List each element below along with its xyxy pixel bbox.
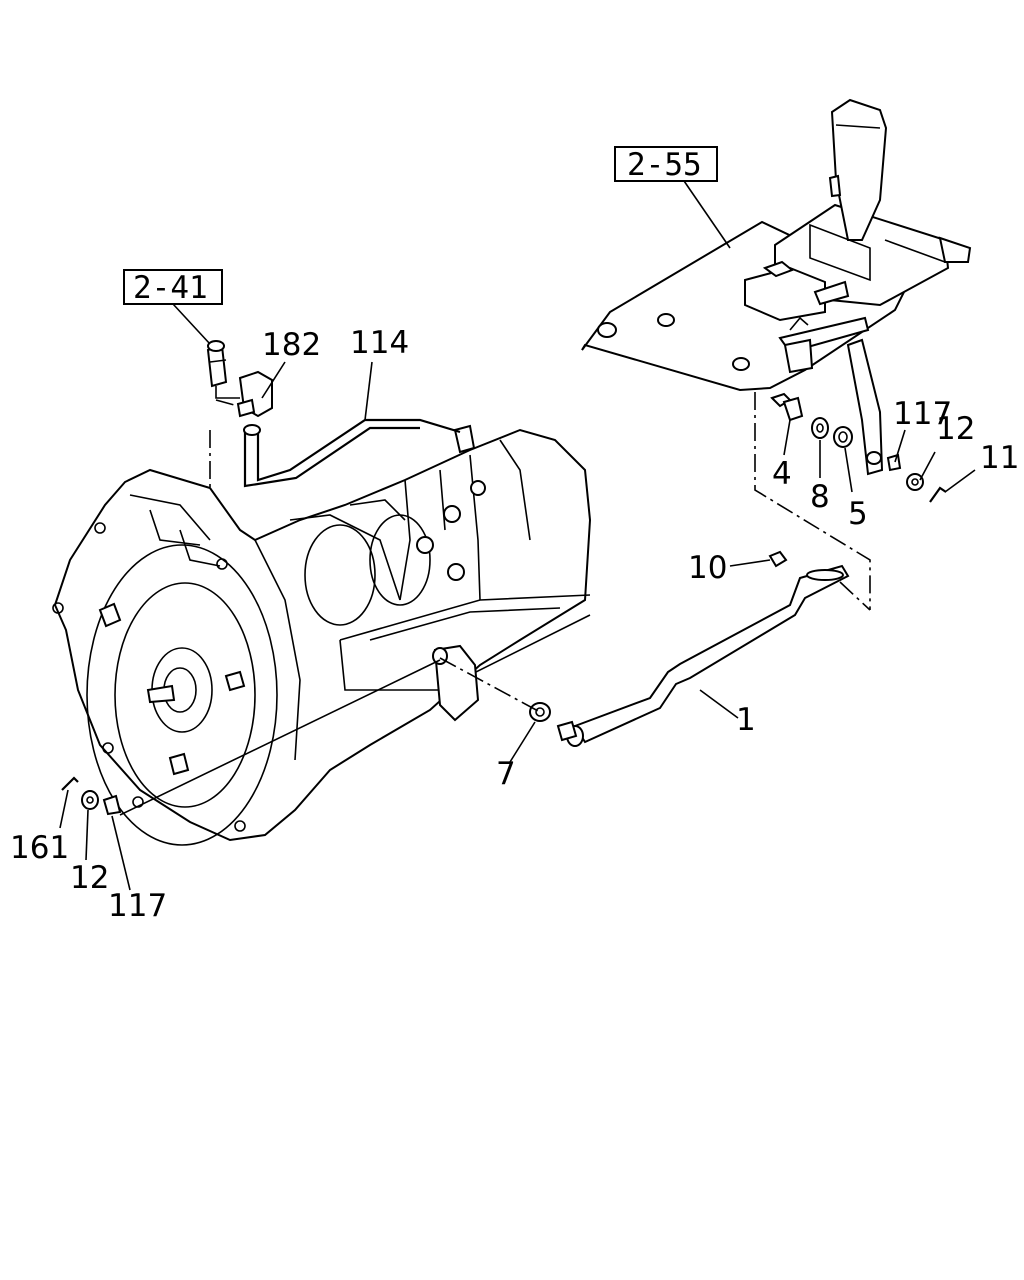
callout-5: 5 bbox=[848, 496, 868, 532]
ref-2-41-label: 2-41 bbox=[133, 270, 208, 306]
washer-12-top bbox=[906, 473, 924, 491]
assembly-line-shifter bbox=[754, 392, 871, 610]
assembly-line-lever bbox=[439, 657, 541, 713]
callout-117-top: 117 bbox=[893, 396, 952, 432]
ref-box-2-41[interactable] bbox=[123, 269, 223, 305]
callout-7: 7 bbox=[496, 756, 516, 792]
shifter-assembly bbox=[581, 98, 972, 476]
bushing-5 bbox=[833, 426, 853, 448]
washer-8 bbox=[811, 417, 829, 439]
callout-117-bottom: 117 bbox=[108, 888, 167, 924]
assembly-line-rod bbox=[839, 581, 871, 611]
clip-117-bottom bbox=[102, 794, 122, 816]
bolt-4 bbox=[770, 392, 804, 422]
callout-12-bottom: 12 bbox=[70, 860, 109, 896]
callout-182: 182 bbox=[262, 327, 321, 363]
transmission-assembly bbox=[52, 424, 592, 846]
washer-12-bottom bbox=[81, 790, 99, 810]
callout-114: 114 bbox=[350, 325, 409, 361]
callout-4: 4 bbox=[772, 456, 792, 492]
fitting-connector bbox=[206, 340, 228, 388]
callout-8: 8 bbox=[810, 479, 830, 515]
cooler-hose-114 bbox=[243, 418, 461, 488]
ref-box-2-55[interactable] bbox=[614, 146, 718, 182]
nut-7 bbox=[529, 702, 551, 722]
callout-11: 11 bbox=[980, 440, 1019, 476]
pin-11 bbox=[929, 486, 947, 503]
callout-1: 1 bbox=[736, 702, 756, 738]
clip-117-top bbox=[886, 453, 902, 472]
ref-2-55-label: 2-55 bbox=[627, 147, 702, 183]
callout-161: 161 bbox=[10, 830, 69, 866]
assembly-line-fitting bbox=[215, 399, 239, 407]
callout-12-top: 12 bbox=[936, 411, 975, 447]
callout-10: 10 bbox=[688, 550, 727, 586]
clip-182 bbox=[236, 370, 273, 418]
pin-161 bbox=[61, 776, 79, 791]
shift-rod-1 bbox=[556, 564, 850, 747]
nut-10 bbox=[768, 550, 788, 568]
